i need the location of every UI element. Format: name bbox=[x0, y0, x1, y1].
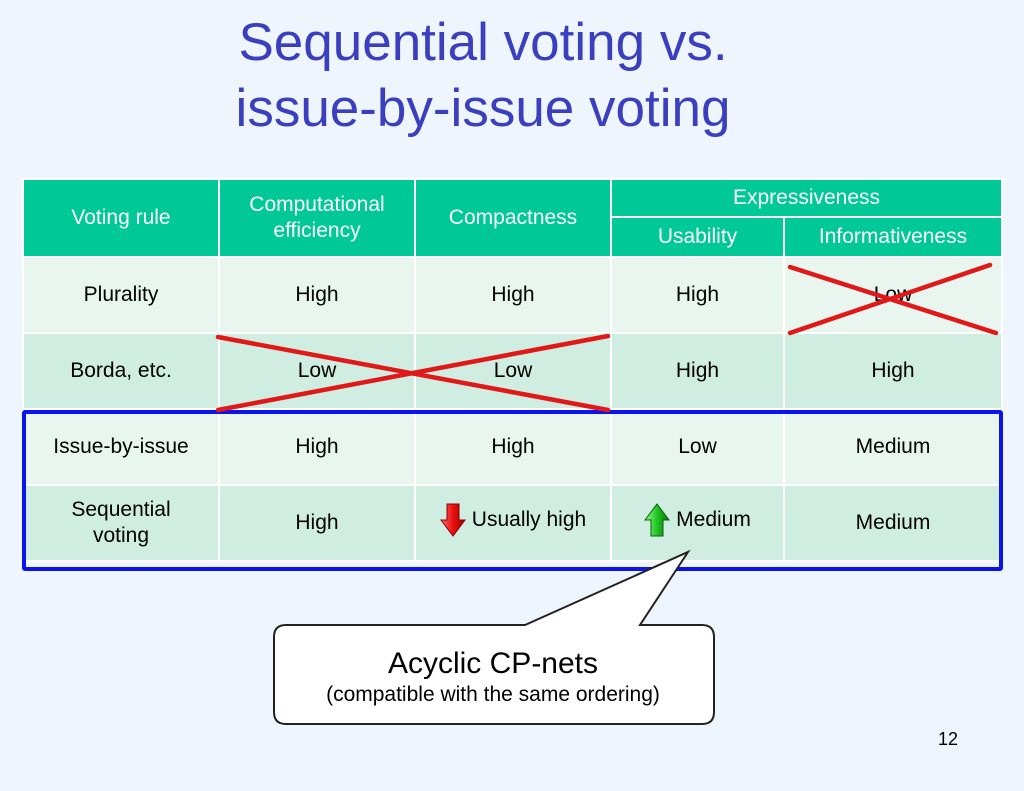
page-number: 12 bbox=[938, 729, 959, 749]
rule-cell: Sequential voting bbox=[22, 484, 220, 562]
title-line-1: Sequential voting vs. bbox=[238, 13, 728, 72]
compactness-cell: High bbox=[414, 408, 612, 486]
header-expressiveness: Expressiveness bbox=[610, 178, 1003, 218]
rule-cell: Borda, etc. bbox=[22, 332, 220, 410]
rule-cell: Plurality bbox=[22, 256, 220, 334]
efficiency-cell: Low bbox=[218, 332, 416, 410]
informativeness-cell: Medium bbox=[783, 484, 1003, 562]
efficiency-cell: High bbox=[218, 256, 416, 334]
table-row: Sequential voting High Usually high bbox=[22, 484, 1003, 562]
header-usability: Usability bbox=[610, 216, 785, 258]
red-down-arrow-icon bbox=[439, 503, 466, 537]
usability-cell: Low bbox=[610, 408, 785, 486]
usability-cell: Medium bbox=[610, 484, 785, 562]
rule-cell: Issue-by-issue bbox=[22, 408, 220, 486]
green-up-arrow-icon bbox=[644, 502, 671, 536]
informativeness-cell: High bbox=[783, 332, 1003, 410]
header-voting-rule: Voting rule bbox=[22, 178, 220, 258]
callout: Acyclic CP-nets (compatible with the sam… bbox=[270, 646, 716, 708]
header-row-2: Usability Informativeness bbox=[23, 216, 1003, 258]
header-row-1: Voting rule Computational efficiency Com… bbox=[22, 178, 1003, 258]
informativeness-cell: Medium bbox=[783, 408, 1003, 486]
rule-cell-text: Sequential voting bbox=[71, 498, 171, 547]
efficiency-cell: High bbox=[218, 484, 416, 562]
slide-title: Sequential voting vs. issue-by-issue vot… bbox=[0, 10, 966, 142]
header-computational-efficiency: Computational efficiency bbox=[218, 178, 416, 258]
comparison-table: Voting rule Computational efficiency Com… bbox=[22, 178, 1003, 562]
callout-title: Acyclic CP-nets bbox=[387, 647, 599, 680]
compactness-text: Usually high bbox=[471, 507, 587, 531]
title-line-2: issue-by-issue voting bbox=[235, 79, 731, 138]
header-compactness: Compactness bbox=[414, 178, 612, 258]
usability-text: Medium bbox=[676, 507, 751, 531]
compactness-cell: Low bbox=[414, 332, 612, 410]
table-row: Plurality High High High Low bbox=[22, 256, 1003, 334]
usability-cell: High bbox=[610, 256, 785, 334]
usability-cell: High bbox=[610, 332, 785, 410]
compactness-cell: High bbox=[414, 256, 612, 334]
informativeness-cell: Low bbox=[783, 256, 1003, 334]
table-row: Borda, etc. Low Low High High bbox=[22, 332, 1003, 410]
table-row: Issue-by-issue High High Low Medium bbox=[22, 408, 1003, 486]
callout-subtitle: (compatible with the same ordering) bbox=[326, 683, 660, 706]
compactness-cell: Usually high bbox=[414, 484, 612, 562]
header-informativeness: Informativeness bbox=[783, 216, 1003, 258]
efficiency-cell: High bbox=[218, 408, 416, 486]
